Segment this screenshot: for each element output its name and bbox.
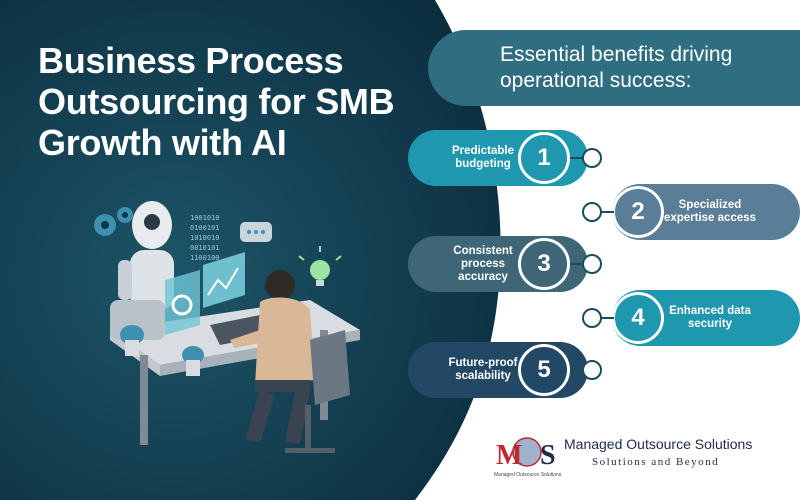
benefit-number-4: 4 — [612, 292, 664, 344]
robot-and-person-illustration: 1001010 0100101 1010010 0010101 1100100 — [94, 201, 360, 453]
benefit-label-3: Consistent process accuracy — [453, 244, 513, 283]
page-title: Business Process Outsourcing for SMB Gro… — [38, 40, 395, 163]
svg-text:1010010: 1010010 — [190, 234, 220, 242]
svg-text:0010101: 0010101 — [190, 244, 220, 252]
connector-line-5 — [570, 369, 584, 371]
logo-small-text: Managed Outsource Solutions — [494, 472, 562, 478]
logo-tagline: Solutions and Beyond — [592, 456, 720, 468]
connector-ring-5 — [582, 360, 602, 380]
svg-text:1100100: 1100100 — [190, 254, 220, 262]
svg-text:S: S — [540, 440, 556, 471]
connector-ring-2 — [582, 202, 602, 222]
logo-company-name: Managed Outsource Solutions — [564, 436, 753, 452]
benefit-number-5: 5 — [518, 344, 570, 396]
svg-text:M: M — [496, 440, 522, 471]
connector-line-2 — [598, 211, 614, 213]
benefit-number-1: 1 — [518, 132, 570, 184]
benefits-header-text: Essential benefits driving operational s… — [500, 43, 733, 92]
company-logo: M S Managed Outsource Solutions Solution… — [492, 432, 792, 482]
benefits-header-banner — [428, 30, 800, 106]
connector-ring-4 — [582, 308, 602, 328]
benefit-label-2: Specialized expertise access — [663, 199, 757, 224]
gear-icon — [94, 207, 133, 236]
connector-ring-1 — [582, 148, 602, 168]
mos-logo-mark: M S — [496, 437, 556, 471]
benefit-label-5: Future-proof scalability — [448, 357, 518, 382]
svg-text:0100101: 0100101 — [190, 224, 220, 232]
connector-line-1 — [570, 157, 584, 159]
connector-line-4 — [598, 317, 614, 319]
connector-line-3 — [570, 263, 584, 265]
svg-text:1001010: 1001010 — [190, 214, 220, 222]
benefit-label-4: Enhanced data security — [669, 305, 751, 330]
benefit-number-2: 2 — [612, 186, 664, 238]
benefit-number-3: 3 — [518, 238, 570, 290]
benefit-label-1: Predictable budgeting — [452, 145, 514, 170]
connector-ring-3 — [582, 254, 602, 274]
